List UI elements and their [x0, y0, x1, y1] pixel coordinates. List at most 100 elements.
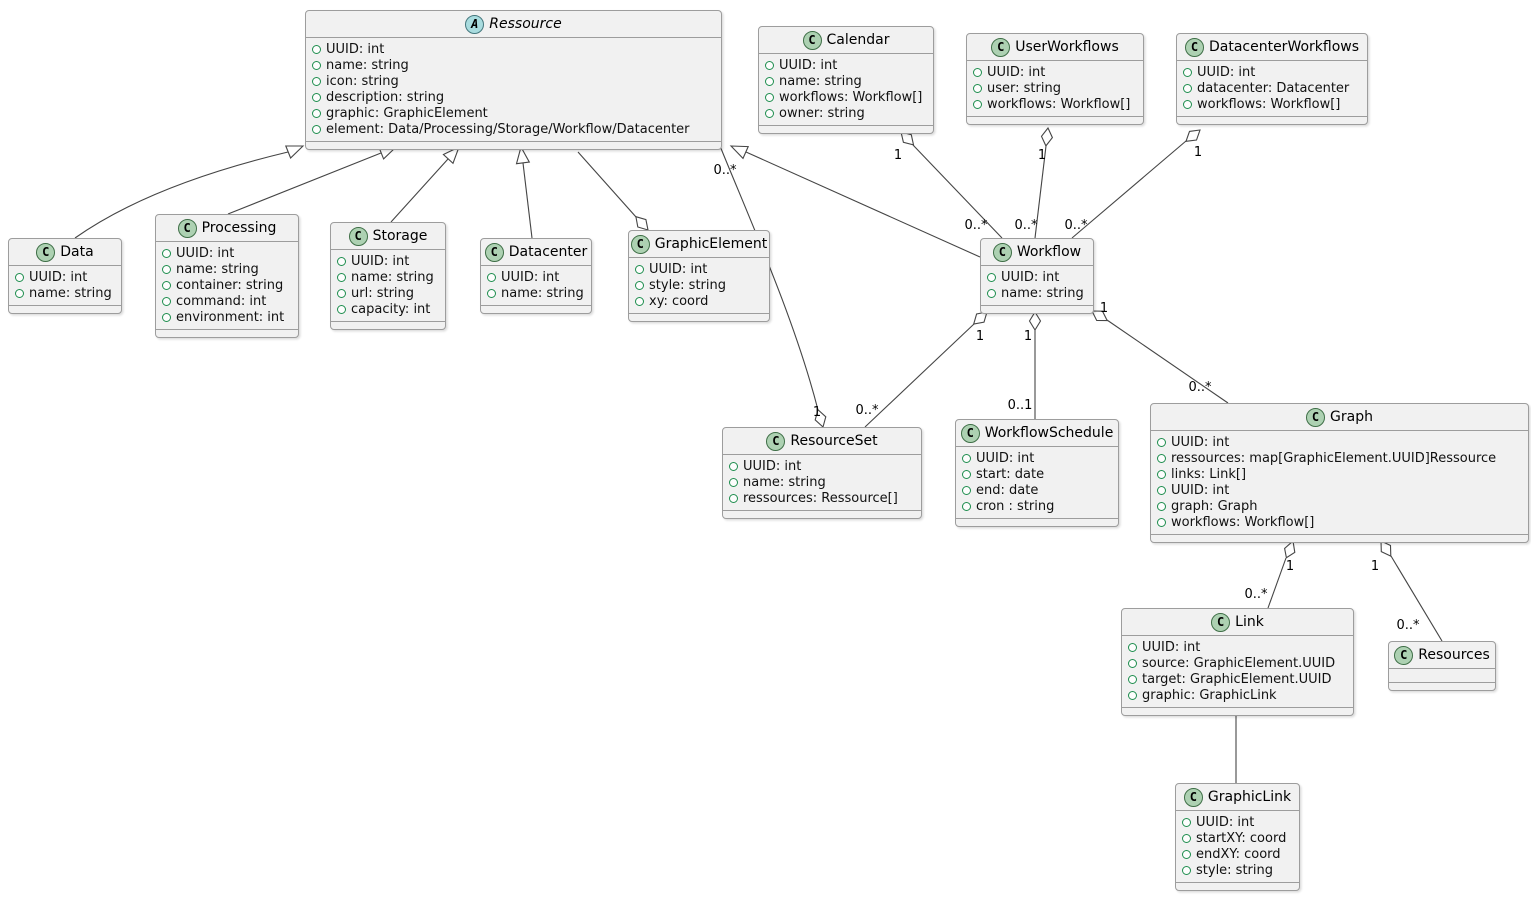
field-visibility-icon — [312, 60, 321, 70]
class-title: Link — [1235, 614, 1264, 630]
edge-data-ressource-line — [74, 151, 289, 239]
field-visibility-icon — [635, 296, 644, 306]
class-stereotype-icon: C — [1211, 612, 1231, 632]
attribute-text: links: Link[] — [1171, 466, 1247, 482]
class-stereotype-icon: C — [177, 218, 197, 238]
attribute-row: UUID: int — [962, 450, 1112, 466]
field-visibility-icon — [1128, 690, 1137, 700]
attribute-text: UUID: int — [1142, 639, 1201, 655]
attribute-row: source: GraphicElement.UUID — [1128, 655, 1347, 671]
edge-resourceset-ressource-line — [719, 145, 819, 411]
field-visibility-icon — [1157, 453, 1166, 463]
field-visibility-icon — [729, 477, 738, 487]
field-visibility-icon — [1182, 817, 1191, 827]
field-visibility-icon — [729, 461, 738, 471]
attribute-row: UUID: int — [1183, 64, 1361, 80]
edge-graph-resources-target-label: 0..* — [1396, 618, 1420, 633]
methods-compartment — [956, 518, 1118, 526]
edge-workflow-graph-line — [1106, 319, 1229, 404]
attribute-row: name: string — [15, 285, 115, 301]
field-visibility-icon — [1128, 658, 1137, 668]
edge-datacenterworkflows-workflow-source-label: 1 — [1194, 145, 1202, 160]
attribute-row: ressources: map[GraphicElement.UUID]Ress… — [1157, 450, 1522, 466]
attribute-text: workflows: Workflow[] — [987, 96, 1131, 112]
edge-processing-ressource-line — [227, 152, 382, 215]
edge-workflow-resourceset-target-label: 0..* — [855, 403, 879, 418]
field-visibility-icon — [973, 83, 982, 93]
attribute-text: cron : string — [976, 498, 1055, 514]
class-title: Calendar — [826, 32, 890, 48]
edge-ressource-graphicelement-line — [577, 151, 637, 218]
class-title: ResourceSet — [790, 433, 878, 449]
attribute-row: UUID: int — [1157, 434, 1522, 450]
attribute-text: name: string — [176, 261, 259, 277]
attribute-text: name: string — [779, 73, 862, 89]
attribute-row: UUID: int — [987, 269, 1087, 285]
edge-userworkflows-workflow-target-label: 0..* — [1014, 218, 1038, 233]
attribute-text: name: string — [1001, 285, 1084, 301]
edge-userworkflows-workflow-line — [1034, 145, 1047, 239]
attribute-row: command: int — [162, 293, 292, 309]
methods-compartment — [306, 141, 721, 149]
class-title: Workflow — [1016, 244, 1082, 260]
attribute-row: workflows: Workflow[] — [1157, 514, 1522, 530]
field-visibility-icon — [1157, 485, 1166, 495]
edge-graph-resources-source-label: 1 — [1371, 559, 1379, 574]
attribute-row: UUID: int — [162, 245, 292, 261]
methods-compartment — [1176, 882, 1299, 890]
class-title: Ressource — [489, 16, 562, 32]
class-stereotype-icon: C — [992, 242, 1012, 262]
field-visibility-icon — [162, 312, 171, 322]
edge-calendar-workflow-target-label: 0..* — [964, 218, 988, 233]
attribute-text: name: string — [326, 57, 409, 73]
attribute-text: UUID: int — [1171, 434, 1230, 450]
methods-compartment — [331, 321, 445, 329]
class-stereotype-icon: C — [766, 431, 786, 451]
field-visibility-icon — [312, 92, 321, 102]
field-visibility-icon — [337, 256, 346, 266]
attribute-text: UUID: int — [176, 245, 235, 261]
attribute-text: UUID: int — [779, 57, 838, 73]
attribute-text: UUID: int — [649, 261, 708, 277]
attribute-text: workflows: Workflow[] — [1171, 514, 1315, 530]
attribute-text: description: string — [326, 89, 445, 105]
field-visibility-icon — [962, 485, 971, 495]
edge-calendar-workflow-source-label: 1 — [894, 148, 902, 163]
attribute-text: workflows: Workflow[] — [779, 89, 923, 105]
field-visibility-icon — [1182, 833, 1191, 843]
attribute-row: name: string — [487, 285, 585, 301]
attribute-row: url: string — [337, 285, 439, 301]
field-visibility-icon — [765, 76, 774, 86]
attribute-text: datacenter: Datacenter — [1197, 80, 1350, 96]
attribute-text: startXY: coord — [1196, 830, 1287, 846]
field-visibility-icon — [765, 92, 774, 102]
edge-resourceset-ressource-source-label: 1 — [813, 405, 821, 420]
class-stereotype-icon: C — [802, 30, 822, 50]
attribute-text: source: GraphicElement.UUID — [1142, 655, 1336, 671]
field-visibility-icon — [162, 248, 171, 258]
methods-compartment — [1122, 707, 1353, 715]
attribute-text: name: string — [501, 285, 584, 301]
attribute-row: UUID: int — [729, 458, 915, 474]
attribute-text: UUID: int — [326, 41, 385, 57]
methods-compartment — [1389, 682, 1495, 690]
attribute-text: target: GraphicElement.UUID — [1142, 671, 1332, 687]
attribute-text: icon: string — [326, 73, 399, 89]
field-visibility-icon — [1157, 469, 1166, 479]
attribute-row: target: GraphicElement.UUID — [1128, 671, 1347, 687]
